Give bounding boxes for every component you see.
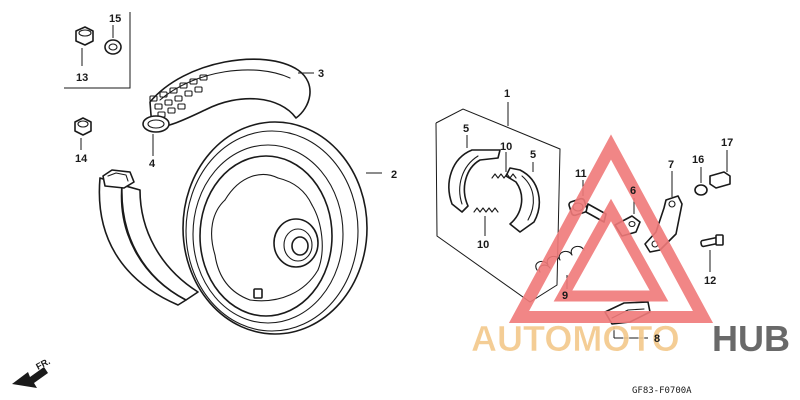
callout-2: 2: [391, 169, 397, 181]
tire-3: [142, 58, 314, 133]
spring-10-upper: [491, 152, 517, 179]
tire-tread-blocks: [149, 74, 208, 118]
callout-16: 16: [692, 154, 704, 166]
callout-10-upper: 10: [500, 141, 512, 153]
nut-13: [75, 26, 94, 66]
watermark-automoto: AUTOMOTO: [471, 318, 680, 359]
callout-7: 7: [668, 159, 674, 171]
callout-14: 14: [75, 153, 88, 165]
callout-4: 4: [149, 158, 156, 170]
drawing-code: GF83-F0700A: [632, 386, 692, 396]
callout-5-right: 5: [530, 149, 536, 161]
brake-shoe-5-left: [448, 135, 501, 213]
wheel-2: [182, 121, 382, 335]
watermark-triangle-inner: [553, 198, 669, 302]
callout-10-lower: 10: [477, 239, 489, 251]
washer-15: [104, 25, 122, 55]
callout-11: 11: [575, 168, 587, 180]
callout-13: 13: [76, 72, 88, 84]
watermark-hub: HUB: [712, 318, 790, 359]
bracket-13-15: [64, 12, 131, 89]
callout-15: 15: [109, 13, 121, 25]
nut-14: [74, 117, 92, 150]
bolt-12: [700, 234, 724, 272]
watermark-triangle-outer: [508, 134, 714, 323]
callout-3: 3: [318, 68, 324, 80]
spring-10-lower: [473, 207, 499, 236]
tube-4: [98, 134, 199, 306]
callout-9: 9: [562, 290, 568, 302]
collar-16: [694, 167, 708, 196]
callout-17: 17: [721, 137, 733, 149]
watermark-logo: AUTOMOTO HUB: [471, 134, 790, 359]
brake-shoe-5-right: [505, 162, 541, 233]
callout-5-left: 5: [463, 123, 469, 135]
nut-17: [709, 150, 731, 189]
callout-1: 1: [504, 88, 510, 100]
brake-panel-assembly-1: [435, 102, 561, 303]
front-direction-marker: FR.: [12, 356, 52, 388]
callout-12: 12: [704, 275, 716, 287]
callout-6: 6: [630, 185, 636, 197]
direction-label: FR.: [34, 356, 51, 372]
callout-8: 8: [654, 333, 660, 345]
